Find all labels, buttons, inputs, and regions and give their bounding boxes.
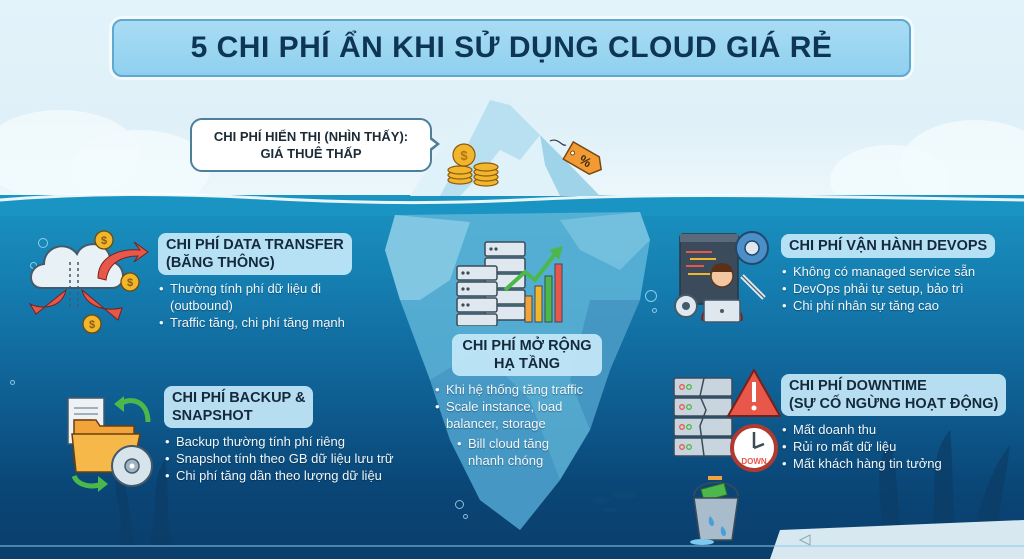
bubble-decoration [455, 500, 464, 509]
heading-line: CHI PHÍ DOWNTIME [789, 378, 927, 394]
section-heading: CHI PHÍ BACKUP & SNAPSHOT [164, 386, 314, 428]
section-data-transfer: CHI PHÍ DATA TRANSFER (BĂNG THÔNG) Thườn… [158, 233, 352, 331]
bullet-item: Thường tính phí dữ liệu đi(outbound) [158, 280, 352, 314]
svg-text:DOWN: DOWN [741, 457, 767, 466]
bullet-item: Backup thường tính phí riêng [164, 433, 394, 450]
heading-line: (BĂNG THÔNG) [166, 255, 275, 271]
svg-text:$: $ [127, 277, 133, 289]
section-downtime: CHI PHÍ DOWNTIME (SỰ CỐ NGỪNG HOẠT ĐỘNG)… [781, 374, 1007, 472]
bullet-item: Rủi ro mất dữ liệu [781, 438, 1006, 455]
bullet-list: Thường tính phí dữ liệu đi(outbound) Tra… [158, 280, 352, 331]
page-title: 5 CHI PHÍ ẨN KHI SỬ DỤNG CLOUD GIÁ RẺ [190, 31, 833, 64]
svg-text:$: $ [101, 235, 107, 247]
title-banner: 5 CHI PHÍ ẨN KHI SỬ DỤNG CLOUD GIÁ RẺ [112, 19, 911, 77]
bullet-item: Snapshot tính theo GB dữ liệu lưu trữ [164, 450, 394, 467]
section-scaling: CHI PHÍ MỞ RỘNG HẠ TẦNG Khi hệ thống tăn… [434, 334, 620, 469]
section-heading: CHI PHÍ VẬN HÀNH DEVOPS [781, 234, 996, 258]
bullet-item: Chi phí nhân sự tăng cao [781, 297, 995, 314]
bullet-item: Traffic tăng, chi phí tăng mạnh [158, 314, 352, 331]
bubble-decoration [652, 308, 657, 313]
section-heading: CHI PHÍ DATA TRANSFER (BĂNG THÔNG) [158, 233, 352, 275]
bullet-list: Mất doanh thu Rủi ro mất dữ liệu Mất khá… [781, 421, 1006, 472]
heading-line: CHI PHÍ DATA TRANSFER [166, 237, 344, 253]
water-surface [0, 192, 1024, 216]
folder-backup-disc-icon [67, 396, 153, 492]
visible-cost-label: CHI PHÍ HIỂN THỊ (NHÌN THẤY): [213, 129, 409, 144]
divider-line [0, 545, 1024, 547]
server-warning-clock-down-icon: DOWN [673, 369, 781, 472]
bubble-decoration [645, 290, 657, 302]
bubble-decoration [10, 380, 15, 385]
svg-text:$: $ [460, 148, 468, 163]
money-bucket-leak-icon [690, 476, 739, 545]
section-devops: CHI PHÍ VẬN HÀNH DEVOPS Không có managed… [781, 234, 996, 314]
servers-growth-chart-icon [456, 241, 563, 326]
cloud-transfer-icon: $ $ $ [28, 230, 149, 334]
visible-cost-value: GIÁ THUÊ THẤP [260, 146, 362, 161]
bubble-decoration [463, 514, 468, 519]
callout-tail [428, 138, 436, 150]
bullet-item: DevOps phải tự setup, bảo trì [781, 280, 995, 297]
section-heading: CHI PHÍ MỞ RỘNG HẠ TẦNG [452, 334, 602, 376]
bullet-item: Mất doanh thu [781, 421, 1006, 438]
visible-cost-callout: CHI PHÍ HIỂN THỊ (NHÌN THẤY): GIÁ THUÊ T… [190, 118, 432, 172]
bullet-item: Khi hệ thống tăng traffic [434, 381, 620, 398]
bubble-decoration [38, 238, 48, 248]
section-backup-snapshot: CHI PHÍ BACKUP & SNAPSHOT Backup thường … [164, 386, 394, 484]
bullet-item: Chi phí tăng dần theo lượng dữ liệu [164, 467, 394, 484]
heading-line: CHI PHÍ BACKUP & [172, 390, 306, 406]
bullet-list: Không có managed service sẵn DevOps phải… [781, 263, 995, 314]
section-heading: CHI PHÍ DOWNTIME (SỰ CỐ NGỪNG HOẠT ĐỘNG) [781, 374, 1007, 416]
devops-engineer-gears-icon [674, 231, 769, 323]
bullet-item: Mất khách hàng tin tưởng [781, 455, 1006, 472]
price-tag-percent-icon: % [549, 139, 603, 175]
svg-text:$: $ [89, 319, 95, 331]
heading-line: CHI PHÍ MỞ RỘNG [462, 338, 592, 354]
bullet-list: Backup thường tính phí riêng Snapshot tí… [164, 433, 394, 484]
bullet-item: Không có managed service sẵn [781, 263, 995, 280]
heading-line: SNAPSHOT [172, 408, 253, 424]
heading-line: CHI PHÍ VẬN HÀNH DEVOPS [789, 238, 988, 254]
coins-icon: $ [447, 143, 499, 187]
heading-line: HẠ TẦNG [493, 356, 561, 372]
heading-line: (SỰ CỐ NGỪNG HOẠT ĐỘNG) [789, 396, 999, 412]
bullet-list: Khi hệ thống tăng traffic Scale instance… [434, 381, 620, 469]
